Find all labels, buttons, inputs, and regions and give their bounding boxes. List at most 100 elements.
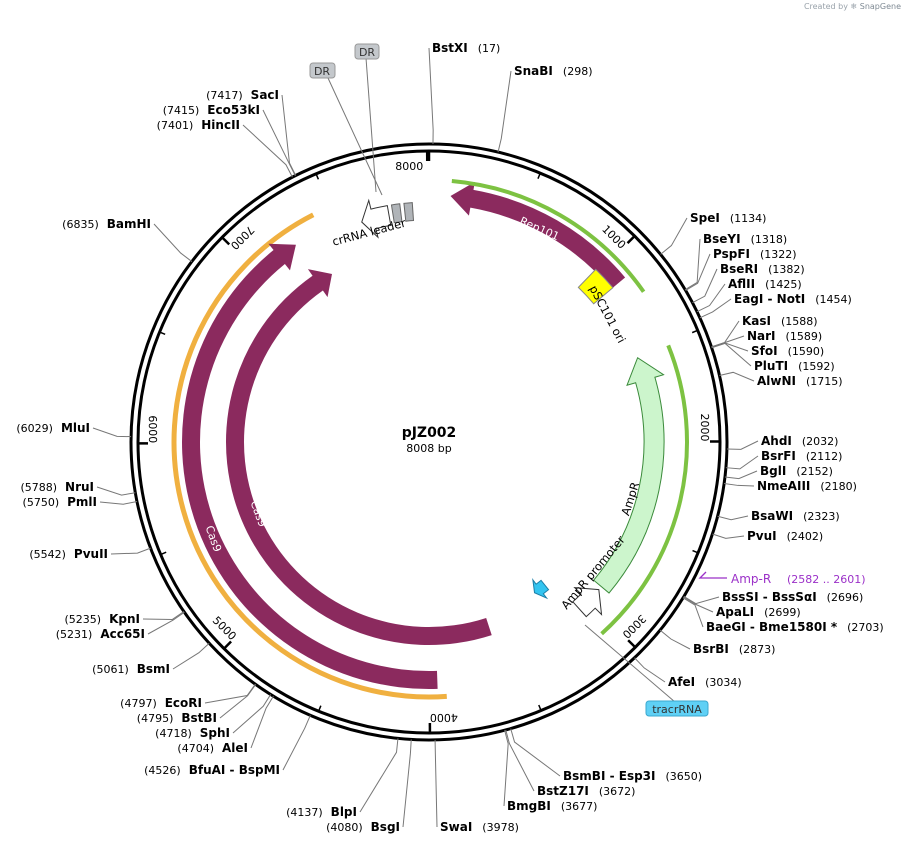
snapgene-logo-icon: ❄ xyxy=(850,2,858,11)
dr-chip-1[interactable]: DR xyxy=(354,43,380,193)
site-leader-line xyxy=(684,238,701,291)
site-label[interactable]: (6029)MluI xyxy=(16,421,90,435)
ruler-tick xyxy=(627,639,637,649)
site-label[interactable]: BstXI (17) xyxy=(432,41,500,55)
site-label[interactable]: BstZ17I(3672) xyxy=(537,784,635,798)
site-label[interactable]: EagI - NotI(1454) xyxy=(734,292,852,306)
site-label[interactable]: BaeGI - Bme1580I *(2703) xyxy=(706,620,884,634)
feature-cas9-inner-arc[interactable] xyxy=(226,269,492,645)
site-label[interactable]: SpeI(1134) xyxy=(690,211,766,225)
site-name: BseRI xyxy=(720,262,758,276)
site-label[interactable]: (7415)Eco53kI xyxy=(163,103,260,117)
site-label[interactable]: SnaBI(298) xyxy=(514,64,593,78)
tracrrna-chip[interactable]: tracrRNA xyxy=(584,624,709,717)
feature-crrna-leader-arrow[interactable] xyxy=(361,198,392,239)
site-name: AlwNI xyxy=(757,374,796,388)
site-label[interactable]: BseYI(1318) xyxy=(703,232,787,246)
site-label[interactable]: BglI(2152) xyxy=(760,464,833,478)
site-label[interactable]: PvuI(2402) xyxy=(747,529,823,543)
feature-dr-box-2[interactable] xyxy=(403,202,415,222)
site-label[interactable]: (5235)KpnI xyxy=(65,612,140,626)
site-label[interactable]: (4137)BlpI xyxy=(286,805,357,819)
site-label[interactable]: PspFI(1322) xyxy=(713,247,797,261)
site-position: (1322) xyxy=(760,248,797,261)
feature-rep101-arc[interactable] xyxy=(450,181,626,290)
site-name: BglI xyxy=(760,464,786,478)
site-label[interactable]: AhdI(2032) xyxy=(761,434,838,448)
feature-ampr-promoter-arrow[interactable] xyxy=(572,587,603,618)
feature-ampr-highlight xyxy=(600,344,689,636)
site-name: NmeAIII xyxy=(757,479,810,493)
dr-chip-2[interactable]: DR xyxy=(309,62,383,196)
site-name: SphI xyxy=(200,726,230,740)
site-label[interactable]: (5788)NruI xyxy=(20,480,94,494)
site-label[interactable]: NarI(1589) xyxy=(747,329,822,343)
site-label[interactable]: (7417)SacI xyxy=(206,88,279,102)
site-position: (1318) xyxy=(751,233,788,246)
site-label[interactable]: AfeI(3034) xyxy=(668,675,742,689)
site-name: BstXI xyxy=(432,41,468,55)
site-label[interactable]: BsmBI - Esp3I(3650) xyxy=(563,769,702,783)
feature-dr-box-1[interactable] xyxy=(390,203,403,224)
site-label[interactable]: (6835)BamHI xyxy=(62,217,151,231)
site-label[interactable]: (7401)HincII xyxy=(157,118,240,132)
site-label[interactable]: (4080)BsgI xyxy=(326,820,400,834)
site-name: MluI xyxy=(61,421,90,435)
site-leader-line xyxy=(712,533,745,539)
site-label[interactable]: (5750)PmlI xyxy=(23,495,97,509)
site-label[interactable]: SwaI(3978) xyxy=(440,820,519,834)
site-leader-line xyxy=(153,223,193,262)
site-label[interactable]: BmgBI(3677) xyxy=(507,799,597,813)
site-name: BstBI xyxy=(181,711,217,725)
primer-amp-r[interactable]: Amp-R (2582 .. 2601) xyxy=(698,571,866,586)
site-position: (17) xyxy=(478,42,501,55)
site-position: (4797) xyxy=(120,697,157,710)
site-label[interactable]: (5542)PvuII xyxy=(29,547,108,561)
site-name: AhdI xyxy=(761,434,792,448)
site-name: AflII xyxy=(728,277,755,291)
site-leader-line xyxy=(281,94,297,176)
feature-ampr-arc[interactable] xyxy=(592,356,665,594)
site-label[interactable]: SfoI(1590) xyxy=(751,344,824,358)
site-label[interactable]: KasI(1588) xyxy=(742,314,818,328)
site-leader-line xyxy=(402,739,412,828)
site-name: ApaLI xyxy=(716,605,754,619)
site-label[interactable]: NmeAIII(2180) xyxy=(757,479,857,493)
site-leader-line xyxy=(92,427,132,438)
site-position: (1588) xyxy=(781,315,818,328)
site-label[interactable]: PluTI(1592) xyxy=(754,359,835,373)
ruler-tick xyxy=(223,640,232,650)
credit-brand: SnapGene xyxy=(859,2,901,11)
site-label[interactable]: BsaWI(2323) xyxy=(751,509,840,523)
feature-psc101-ori-box[interactable] xyxy=(577,268,614,305)
site-name: BsaWI xyxy=(751,509,793,523)
feature-tracrrna-arrow[interactable] xyxy=(532,578,550,600)
site-label[interactable]: ApaLI(2699) xyxy=(716,605,801,619)
site-label[interactable]: (4526)BfuAI - BspMI xyxy=(144,763,280,777)
tracrrna-chip-leader xyxy=(584,624,676,703)
site-position: (5061) xyxy=(92,663,129,676)
site-name: BsgI xyxy=(371,820,400,834)
site-label[interactable]: BsrFI(2112) xyxy=(761,449,842,463)
site-label[interactable]: BssSI - BssSαI(2696) xyxy=(722,590,863,604)
site-label[interactable]: BsrBI(2873) xyxy=(693,642,775,656)
site-label[interactable]: AflII(1425) xyxy=(728,277,802,291)
site-position: (3677) xyxy=(561,800,598,813)
site-label[interactable]: (5231)Acc65I xyxy=(56,627,145,641)
site-label[interactable]: (4797)EcoRI xyxy=(120,696,202,710)
site-label[interactable]: (4718)SphI xyxy=(155,726,230,740)
site-label[interactable]: AlwNI(1715) xyxy=(757,374,843,388)
site-leader-line xyxy=(428,47,434,145)
site-label[interactable]: (4704)AleI xyxy=(177,741,248,755)
site-label[interactable]: BseRI(1382) xyxy=(720,262,805,276)
site-leader-line xyxy=(696,283,726,313)
site-position: (3672) xyxy=(599,785,636,798)
plasmid-size: 8008 bp xyxy=(406,442,451,455)
site-position: (1592) xyxy=(798,360,835,373)
site-label[interactable]: (4795)BstBI xyxy=(137,711,217,725)
site-leader-line xyxy=(719,371,755,382)
dr-chip-1-label: DR xyxy=(359,46,375,59)
site-leader-line xyxy=(110,547,151,555)
site-label[interactable]: (5061)BsmI xyxy=(92,662,170,676)
dr-chip-2-leader xyxy=(327,77,383,196)
